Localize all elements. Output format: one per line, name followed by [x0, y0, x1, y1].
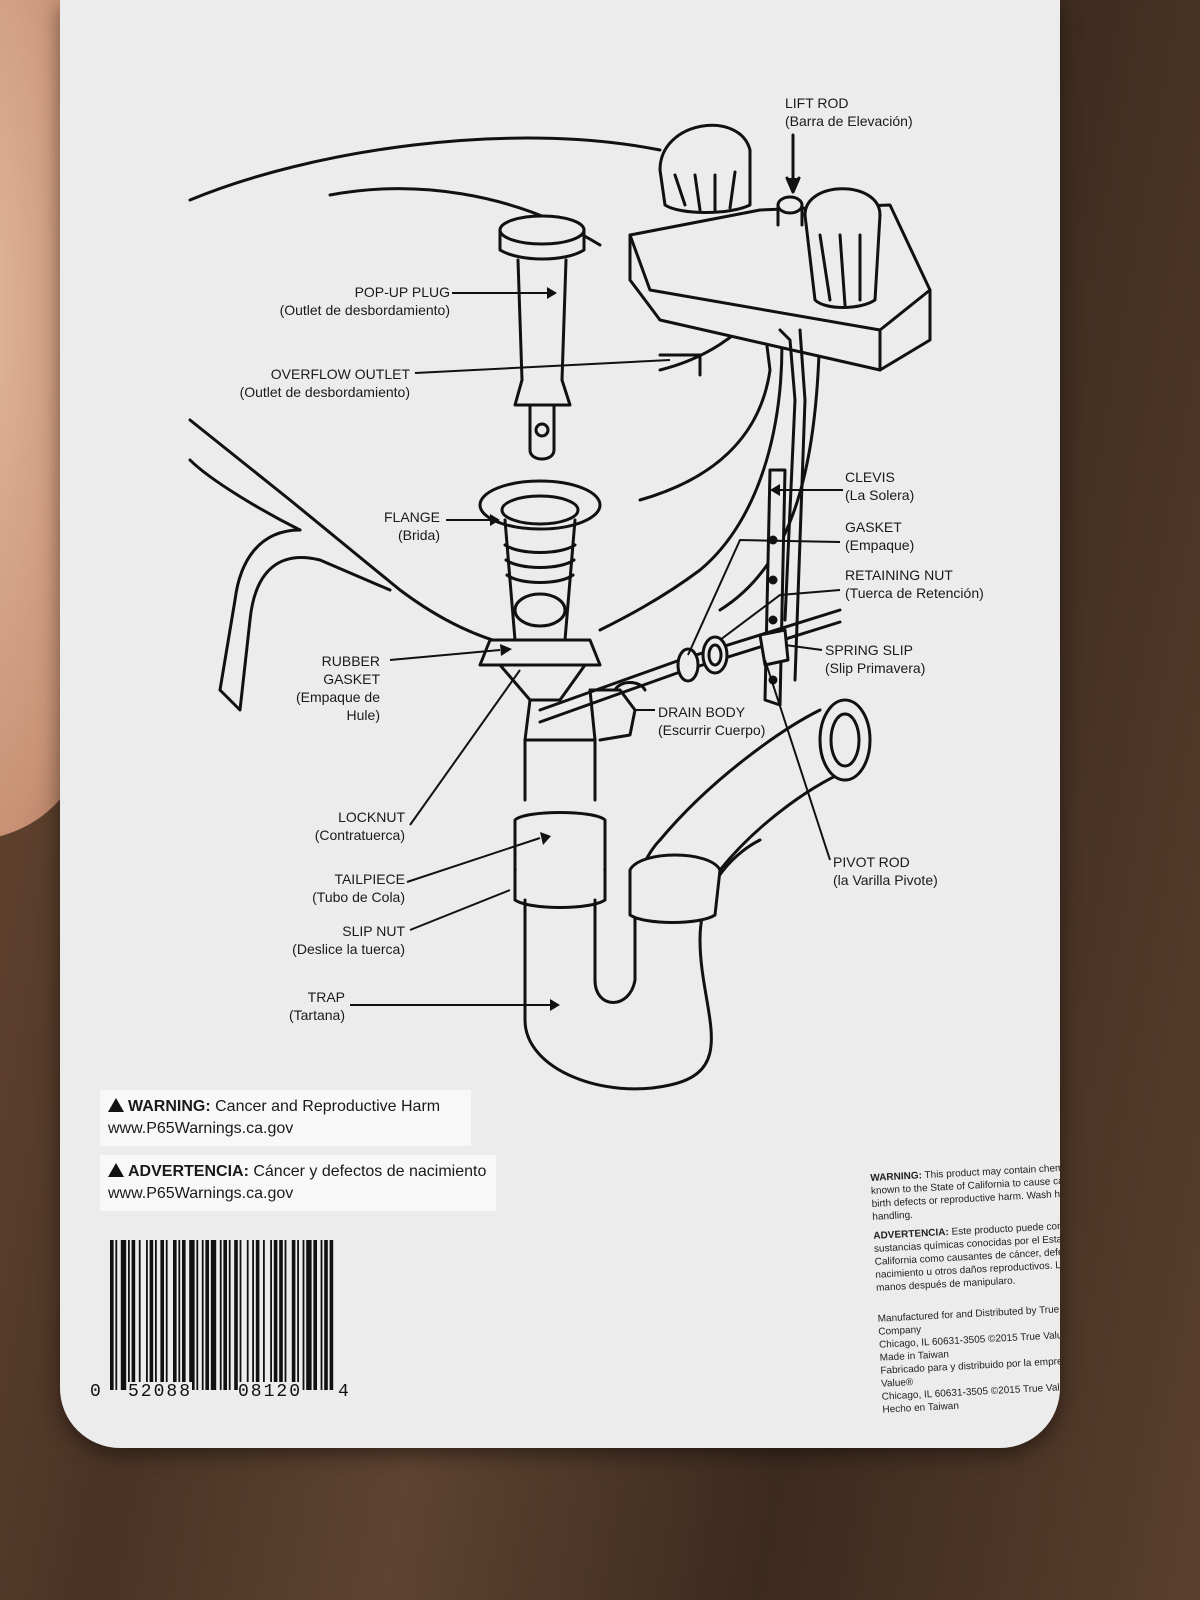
label-spring-slip: SPRING SLIP(Slip Primavera): [825, 642, 926, 676]
leader-overflow-outlet: [414, 359, 671, 374]
barcode-bar: [115, 1240, 118, 1390]
label-retaining-nut: RETAINING NUT(Tuerca de Retención): [845, 567, 984, 601]
legal-warning-title: WARNING:: [870, 1170, 923, 1184]
advertencia-text: Cáncer y defectos de nacimiento: [253, 1163, 487, 1180]
barcode-bar: [138, 1240, 141, 1390]
label-overflow-outlet: OVERFLOW OUTLET(Outlet de desbordamiento…: [239, 366, 410, 400]
barcode-bar: [246, 1240, 249, 1390]
leader-tailpiece: [406, 837, 541, 883]
barcode-bar: [131, 1240, 136, 1390]
barcode-bar: [146, 1240, 148, 1390]
leader-pivot-rod: [764, 659, 831, 861]
label-slip-nut: SLIP NUT(Deslice la tuerca): [292, 923, 405, 957]
barcode-bar: [219, 1240, 222, 1390]
label-gasket: GASKET(Empaque): [845, 519, 915, 553]
legal-fine-print: WARNING: This product may contain chemic…: [870, 1160, 1060, 1417]
barcode-bar: [110, 1240, 114, 1390]
barcode-bar: [165, 1240, 168, 1390]
barcode-bar: [205, 1240, 209, 1390]
barcode-bar: [324, 1240, 328, 1390]
barcode-bar: [155, 1240, 157, 1390]
barcode-bar: [149, 1240, 154, 1390]
leader-rubber-gasket: [389, 649, 501, 661]
warning-title: WARNING:: [128, 1098, 211, 1115]
barcode-bar: [273, 1240, 278, 1390]
barcode-bar: [178, 1240, 181, 1390]
barcode-bar: [284, 1240, 287, 1390]
label-drain-body: DRAIN BODY(Escurrir Cuerpo): [658, 704, 766, 738]
barcode-bar: [160, 1240, 164, 1390]
barcode-bar: [320, 1240, 323, 1390]
barcode-bar: [270, 1240, 272, 1390]
barcode-bar: [306, 1240, 312, 1390]
barcode-digit-right: 4: [338, 1382, 349, 1402]
barcode-bar: [234, 1240, 238, 1390]
barcode-bar: [313, 1240, 317, 1390]
advertencia-url: www.P65Warnings.ca.gov: [108, 1185, 294, 1202]
barcode-bar: [302, 1240, 305, 1390]
barcode-bar: [210, 1240, 217, 1390]
barcode-bar: [228, 1240, 231, 1390]
fab-line-3: Hecho en Taiwan: [882, 1400, 960, 1416]
barcode-bar: [329, 1240, 334, 1390]
barcode-bar: [279, 1240, 283, 1390]
barcode-bar: [255, 1240, 260, 1390]
leader-gasket: [687, 538, 841, 656]
label-clevis: CLEVIS(La Solera): [845, 469, 915, 503]
barcode-bar: [173, 1240, 177, 1390]
warning-triangle-icon: [108, 1163, 124, 1177]
instruction-card: LIFT ROD(Barra de Elevación) POP-UP PLUG…: [60, 0, 1060, 1448]
basin-rim-outer: [188, 136, 662, 202]
label-locknut: LOCKNUT(Contratuerca): [314, 809, 405, 843]
barcode-bar: [291, 1240, 296, 1390]
label-trap: TRAP(Tartana): [288, 989, 345, 1023]
advertencia-title: ADVERTENCIA:: [128, 1163, 249, 1180]
label-flange: FLANGE(Brida): [383, 509, 440, 543]
barcode-bar: [223, 1240, 227, 1390]
warning-url: www.P65Warnings.ca.gov: [108, 1120, 294, 1137]
warning-box-en: WARNING: Cancer and Reproductive Harm ww…: [100, 1090, 471, 1146]
sink-drain-diagram: [188, 123, 932, 1091]
leader-retaining-nut: [719, 589, 841, 641]
warning-triangle-icon: [108, 1098, 124, 1112]
barcode-bar: [201, 1240, 204, 1390]
warning-box-es: ADVERTENCIA: Cáncer y defectos de nacimi…: [100, 1155, 496, 1211]
barcode-bar: [182, 1240, 186, 1390]
barcode-bar: [196, 1240, 199, 1390]
leader-slip-nut: [409, 889, 511, 931]
label-pivot-rod: PIVOT ROD(la Varilla Pivote): [833, 854, 938, 888]
label-tailpiece: TAILPIECE(Tubo de Cola): [312, 871, 405, 905]
warning-text: Cancer and Reproductive Harm: [215, 1098, 441, 1115]
barcode-group-1: 52088: [128, 1382, 193, 1402]
label-pop-up-plug: POP-UP PLUG(Outlet de desbordamiento): [279, 284, 450, 318]
barcode-bar: [239, 1240, 242, 1390]
barcode-bar: [120, 1240, 127, 1390]
upc-barcode: [110, 1240, 334, 1390]
label-lift-rod: LIFT ROD(Barra de Elevación): [785, 95, 913, 129]
barcode-bar: [252, 1240, 254, 1390]
barcode-bar: [263, 1240, 265, 1390]
barcode-digit-left: 0: [90, 1382, 101, 1402]
barcode-bar: [297, 1240, 299, 1390]
barcode-bar: [189, 1240, 195, 1390]
barcode-bar: [128, 1240, 130, 1390]
barcode-group-2: 08120: [238, 1382, 303, 1402]
leader-spring-slip: [784, 644, 823, 651]
leader-locknut: [409, 669, 521, 826]
